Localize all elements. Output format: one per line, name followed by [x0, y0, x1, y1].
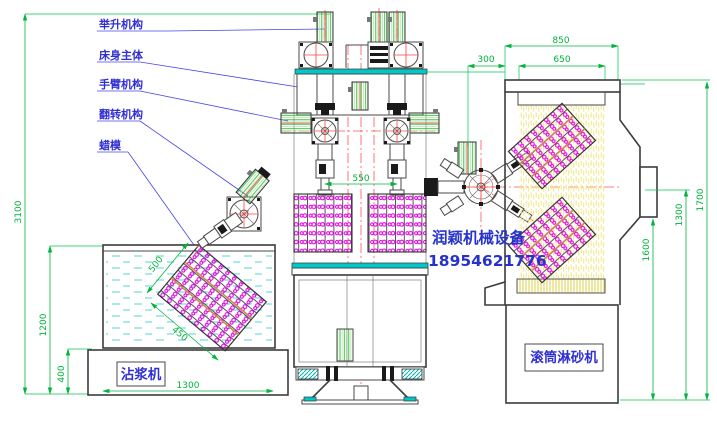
- watermark-company: 润颖机械设备: [432, 228, 526, 247]
- top-flange-right: [388, 41, 424, 69]
- callout-group: 举升机构 床身主体 手臂机构 翻转机构 蜡模: [97, 17, 326, 263]
- rotary-hub: [462, 168, 500, 206]
- top-motor-left: [313, 11, 334, 43]
- access-door: [336, 328, 354, 362]
- center-motor: [348, 81, 369, 111]
- callout-wax-mold: 蜡模: [99, 138, 122, 152]
- machine-base: [301, 379, 419, 405]
- callout-arm-mechanism: 手臂机构: [99, 77, 143, 91]
- top-motor-middle: [367, 11, 388, 43]
- drum-tree-upper: [507, 102, 597, 190]
- base-flange: [295, 366, 425, 381]
- callout-bed-body: 床身主体: [99, 48, 144, 62]
- side-motor-left: [280, 109, 312, 134]
- tilt-motor: [235, 166, 271, 205]
- dim-drum-total-height: 1700: [696, 188, 706, 211]
- hub-motor: [454, 141, 477, 175]
- hanging-tree-right: [367, 193, 427, 253]
- dim-overall-height: 3100: [14, 200, 24, 223]
- dipping-machine: 500 450 沾: [87, 166, 289, 396]
- tank-label-box: [116, 361, 166, 387]
- central-machine: 550: [280, 8, 440, 405]
- dim-gap: 300: [477, 55, 494, 65]
- drum-side-bearing: [639, 166, 658, 218]
- vertical-arm-right: [387, 143, 407, 196]
- drum-label-box: [524, 343, 604, 372]
- drum-right-wall: [619, 92, 641, 305]
- lower-deck: [291, 262, 429, 269]
- tank-arm: [196, 210, 250, 249]
- callout-lift-mechanism: 举升机构: [98, 17, 143, 31]
- lower-body: [293, 274, 427, 368]
- side-motor-right: [408, 109, 440, 134]
- dim-tank-width: 1300: [177, 381, 200, 391]
- dim-drum-sand-height: 1600: [642, 238, 652, 261]
- sand-bed: [516, 278, 606, 294]
- drum-label: 滚筒淋砂机: [530, 349, 598, 366]
- dim-drum-top-width: 850: [552, 36, 569, 46]
- dim-arm-spacing: 550: [352, 174, 369, 184]
- top-motor-right: [388, 11, 406, 43]
- drum-tree-lower: [507, 196, 597, 284]
- vertical-arm-left: [315, 143, 335, 196]
- watermark: 润颖机械设备 18954621776: [428, 228, 547, 270]
- watermark-phone: 18954621776: [428, 252, 547, 270]
- left-dimension-group: 3100 1200 400: [14, 13, 330, 395]
- drum-ledge: [484, 280, 506, 306]
- machine-deck: [294, 68, 428, 75]
- hanging-tree-left: [293, 193, 353, 253]
- dim-drum-opening: 650: [553, 55, 570, 65]
- top-flange-left: [298, 41, 334, 69]
- top-gearbox: [345, 41, 391, 69]
- dim-drum-axis-height: 1300: [675, 203, 685, 226]
- drum-machine: 300 850 650 滚筒淋砂机 1700: [427, 36, 710, 404]
- arm-hub-right: [383, 117, 411, 145]
- arm-hub-left: [311, 117, 339, 145]
- callout-flip-mechanism: 翻转机构: [99, 107, 143, 121]
- drum-top-band: [504, 79, 621, 93]
- dim-tank-height: 1200: [39, 313, 49, 336]
- tank-label: 沾浆机: [121, 366, 162, 383]
- dim-base-height: 400: [57, 365, 67, 382]
